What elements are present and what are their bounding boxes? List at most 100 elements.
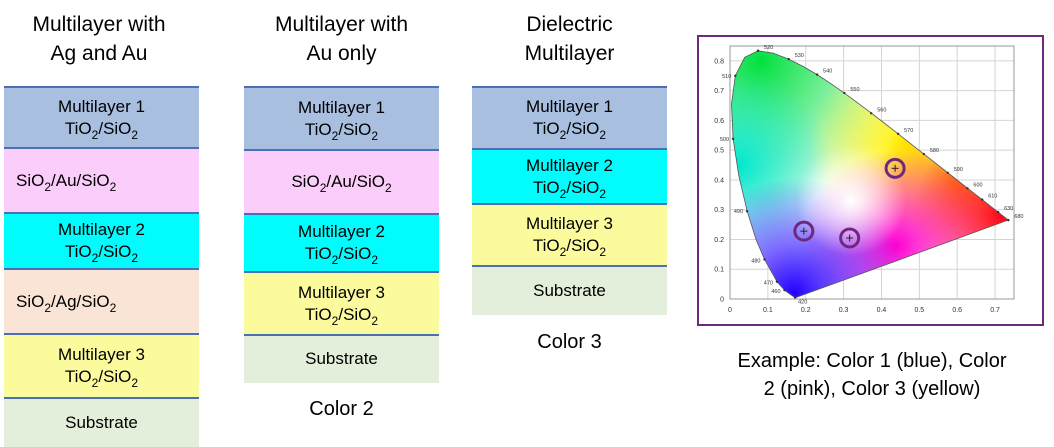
y-tick-label: 0.4 — [714, 177, 724, 184]
wavelength-point — [756, 49, 760, 52]
column3-layer1: Multilayer 1 TiO2/SiO2 — [472, 87, 667, 149]
layer-separator — [244, 149, 439, 151]
x-tick-label: 0.1 — [763, 307, 773, 314]
layer-name: Multilayer 2 — [526, 155, 613, 175]
column2-caption: Color 2 — [309, 398, 374, 420]
column2-stack: Multilayer 1 TiO2/SiO2 SiO2/Au/SiO2 Mult… — [244, 86, 439, 383]
column1-layer6: Substrate — [4, 398, 199, 447]
wavelength-label: 470 — [764, 281, 773, 287]
layer-separator — [472, 203, 667, 205]
column2-layer1: Multilayer 1 TiO2/SiO2 — [244, 87, 439, 150]
layer-formula: TiO2/SiO2 — [64, 242, 139, 266]
y-tick-label: 0.2 — [714, 237, 724, 244]
layer-formula: TiO2/SiO2 — [304, 244, 379, 268]
y-tick-label: 0 — [720, 297, 724, 304]
layer-formula: TiO2/SiO2 — [304, 119, 379, 143]
layer-separator — [244, 271, 439, 273]
cie-chromaticity-diagram: 0 0.1 0.2 0.3 0.4 0.5 0.6 0.7 0 0.1 0.2 0.3 0.4 0.5 0.… — [714, 45, 1023, 314]
wavelength-point — [922, 152, 926, 156]
column1-layer4: SiO2/Ag/SiO2 — [4, 269, 199, 334]
column3-caption: Color 3 — [537, 331, 602, 353]
column1-layer1: Multilayer 1 TiO2/SiO2 — [4, 87, 199, 148]
spectral-locus-outline — [731, 50, 1010, 299]
example-caption: Example: Color 1 (blue), Color 2 (pink),… — [700, 347, 1044, 403]
layer-name: Multilayer 2 — [298, 222, 385, 241]
column3-title: Dielectric Multilayer — [472, 10, 667, 68]
column3-title-line2: Multilayer — [524, 42, 615, 65]
layer-separator — [244, 334, 439, 336]
color-marker-circle — [793, 220, 815, 242]
column3-stack: Multilayer 1 TiO2/SiO2 Multilayer 2 TiO2… — [472, 86, 667, 315]
wavelength-label: 540 — [823, 69, 832, 75]
layer-formula: SiO2/Ag/SiO2 — [16, 291, 117, 315]
wavelength-point — [734, 74, 737, 77]
y-tick-label: 0.6 — [714, 118, 724, 125]
wavelength-point — [815, 73, 819, 76]
x-tick-label: 0.3 — [839, 307, 849, 314]
wavelength-label: 630 — [1004, 206, 1013, 212]
layer-formula: TiO2/SiO2 — [532, 119, 607, 143]
wavelength-label: 590 — [954, 167, 963, 173]
column3-title-line1: Dielectric — [526, 13, 613, 36]
wavelength-point — [980, 198, 984, 201]
wavelength-label: 510 — [722, 74, 731, 80]
layer-name: Substrate — [533, 280, 606, 300]
column2-layer3: Multilayer 2 TiO2/SiO2 — [244, 214, 439, 272]
y-tick-label: 0.1 — [714, 267, 724, 274]
column1-layer3: Multilayer 2 TiO2/SiO2 — [4, 213, 199, 269]
wavelength-point — [731, 137, 735, 141]
column3-layer2: Multilayer 2 TiO2/SiO2 — [472, 149, 667, 204]
layer-separator — [4, 397, 199, 399]
x-tick-label: 0.7 — [990, 307, 1000, 314]
wavelength-point — [745, 209, 749, 213]
column1-title-line1: Multilayer with — [32, 13, 166, 36]
y-tick-label: 0.3 — [714, 207, 724, 214]
layer-name: Multilayer 3 — [526, 214, 613, 233]
layer-name: Multilayer 1 — [58, 96, 145, 116]
column3-layer4: Substrate — [472, 266, 667, 315]
wavelength-point — [896, 132, 900, 136]
column1-layer5: Multilayer 3 TiO2/SiO2 — [4, 334, 199, 398]
wavelength-label: 480 — [751, 258, 760, 264]
wavelength-label: 460 — [771, 289, 780, 295]
wavelength-label: 610 — [988, 194, 997, 200]
wavelength-point — [793, 296, 797, 299]
wavelength-point — [1007, 218, 1010, 222]
wavelength-label: 600 — [973, 182, 982, 188]
column2-layer5: Substrate — [244, 335, 439, 383]
x-tick-label: 0.4 — [877, 307, 887, 314]
layer-name: Multilayer 1 — [298, 97, 385, 117]
wavelength-label: 530 — [795, 53, 804, 59]
layer-separator — [472, 148, 667, 150]
layer-formula: TiO2/SiO2 — [64, 367, 139, 391]
y-tick-label: 0.8 — [714, 58, 724, 65]
layer-formula: SiO2/Au/SiO2 — [16, 170, 117, 194]
wavelength-label: 490 — [734, 209, 743, 215]
layer-separator — [244, 213, 439, 215]
wavelength-label: 550 — [850, 87, 859, 93]
wavelength-point — [870, 112, 873, 115]
wavelength-point — [843, 91, 846, 95]
layer-separator — [4, 86, 199, 88]
layer-formula: TiO2/SiO2 — [532, 236, 607, 260]
x-tick-label: 0.2 — [801, 307, 811, 314]
wavelength-label: 560 — [877, 107, 886, 113]
layer-separator — [244, 86, 439, 88]
layer-separator — [472, 265, 667, 267]
x-tick-label: 0.5 — [914, 307, 924, 314]
layer-name: Multilayer 3 — [58, 345, 145, 364]
layer-name: Substrate — [65, 412, 138, 432]
wavelength-label: 520 — [764, 45, 773, 51]
y-tick-label: 0.7 — [714, 88, 724, 95]
column2-title-line1: Multilayer with — [274, 13, 409, 36]
column1-stack: Multilayer 1 TiO2/SiO2 SiO2/Au/SiO2 Mult… — [4, 86, 199, 447]
layer-name: Multilayer 3 — [298, 282, 385, 302]
layer-separator — [4, 333, 199, 335]
y-tick-label: 0.5 — [714, 148, 724, 155]
wavelength-label: 580 — [930, 148, 939, 154]
wavelength-point — [783, 288, 786, 292]
column3-layer3: Multilayer 3 TiO2/SiO2 — [472, 204, 667, 266]
column2-title-line2: Au only — [306, 42, 377, 65]
x-tick-label: 0 — [728, 307, 732, 314]
wavelength-point — [946, 171, 949, 174]
